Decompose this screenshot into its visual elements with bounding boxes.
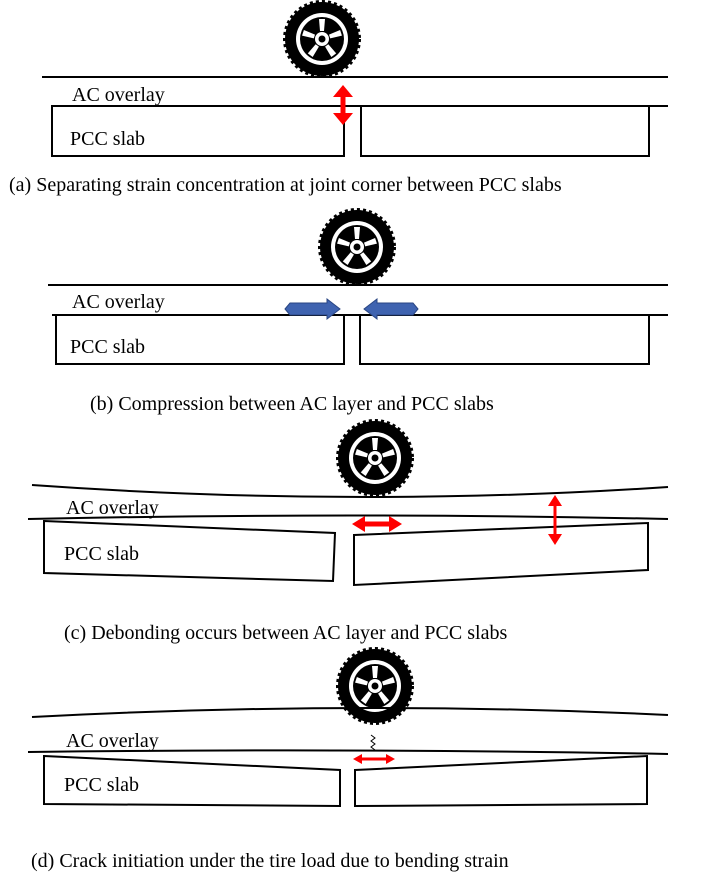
- pcc-slab-label: PCC slab: [70, 336, 145, 358]
- ac-overlay-label: AC overlay: [72, 291, 165, 313]
- pcc-slab-right: [354, 754, 648, 808]
- compression-arrow-left: [284, 297, 341, 321]
- pcc-slab-label: PCC slab: [64, 543, 139, 565]
- tire-icon: [336, 419, 414, 497]
- pcc-slab-label: PCC slab: [70, 128, 145, 150]
- panel-a: AC overlay PCC slab (a) Separating strai…: [9, 0, 668, 196]
- pcc-slab-right: [359, 314, 650, 365]
- ac-overlay-bottom-curve: [27, 749, 669, 755]
- tire-icon: [318, 208, 396, 286]
- caption-a: (a) Separating strain concentration at j…: [9, 174, 562, 196]
- panel-b: AC overlay PCC slab (b) Compression betw…: [48, 208, 668, 415]
- caption-c: (c) Debonding occurs between AC layer an…: [64, 622, 507, 644]
- ac-overlay-top-curve: [31, 484, 669, 499]
- crack-mark: [370, 734, 376, 751]
- ac-overlay-bottom-curve: [27, 514, 669, 520]
- ac-overlay-top-curve: [31, 706, 669, 718]
- vertical-strain-arrow: [333, 85, 353, 125]
- horizontal-strain-arrow: [352, 516, 402, 532]
- tire-icon: [283, 0, 361, 78]
- pcc-slab-right: [353, 521, 649, 587]
- caption-b: (b) Compression between AC layer and PCC…: [90, 393, 494, 415]
- pcc-slab-label: PCC slab: [64, 774, 139, 796]
- horizontal-strain-arrow: [353, 754, 395, 764]
- caption-d: (d) Crack initiation under the tire load…: [31, 850, 509, 872]
- compression-arrow-right: [363, 297, 419, 321]
- pcc-slab-left: [51, 105, 345, 157]
- vertical-strain-arrow: [548, 495, 562, 545]
- pcc-slab-left: [55, 314, 345, 365]
- ac-overlay-label: AC overlay: [66, 497, 159, 519]
- ac-overlay-label: AC overlay: [66, 730, 159, 752]
- ac-overlay-label: AC overlay: [72, 84, 165, 106]
- tire-icon: [336, 647, 414, 725]
- pcc-slab-left: [43, 519, 337, 583]
- panel-d: AC overlay PCC slab (d) Crack initiation…: [27, 647, 669, 872]
- pcc-slab-left: [43, 754, 341, 808]
- panel-c: AC overlay PCC slab (c) Debonding occurs…: [27, 419, 669, 644]
- pcc-slab-right: [360, 105, 650, 157]
